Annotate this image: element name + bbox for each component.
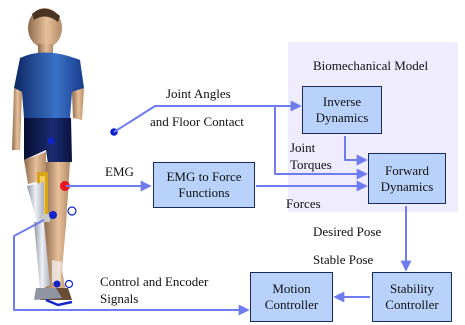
stable-pose-label: Stable Pose	[313, 252, 373, 267]
knee-marker	[49, 211, 57, 219]
foot-contact-marker	[46, 300, 72, 305]
ankle-marker	[54, 281, 61, 288]
hip-marker	[48, 138, 55, 145]
control-signals-label-1: Control and Encoder	[100, 274, 208, 289]
emg-label: EMG	[105, 164, 134, 179]
human-figure-illustration	[12, 8, 84, 300]
control-signals-label-2: Signals	[100, 291, 138, 306]
joint-torques-label-1: Joint	[290, 140, 315, 155]
floor-contact-label: and Floor Contact	[150, 114, 244, 129]
joint-angles-label: Joint Angles	[166, 86, 231, 101]
desired-pose-label: Desired Pose	[313, 224, 381, 239]
joint-torques-label-2: Torques	[290, 157, 332, 172]
knee-marker-outline	[68, 207, 76, 215]
ankle-marker-outline	[66, 281, 73, 288]
forces-label: Forces	[286, 196, 321, 211]
arrow-inverse-to-forward	[345, 136, 366, 160]
